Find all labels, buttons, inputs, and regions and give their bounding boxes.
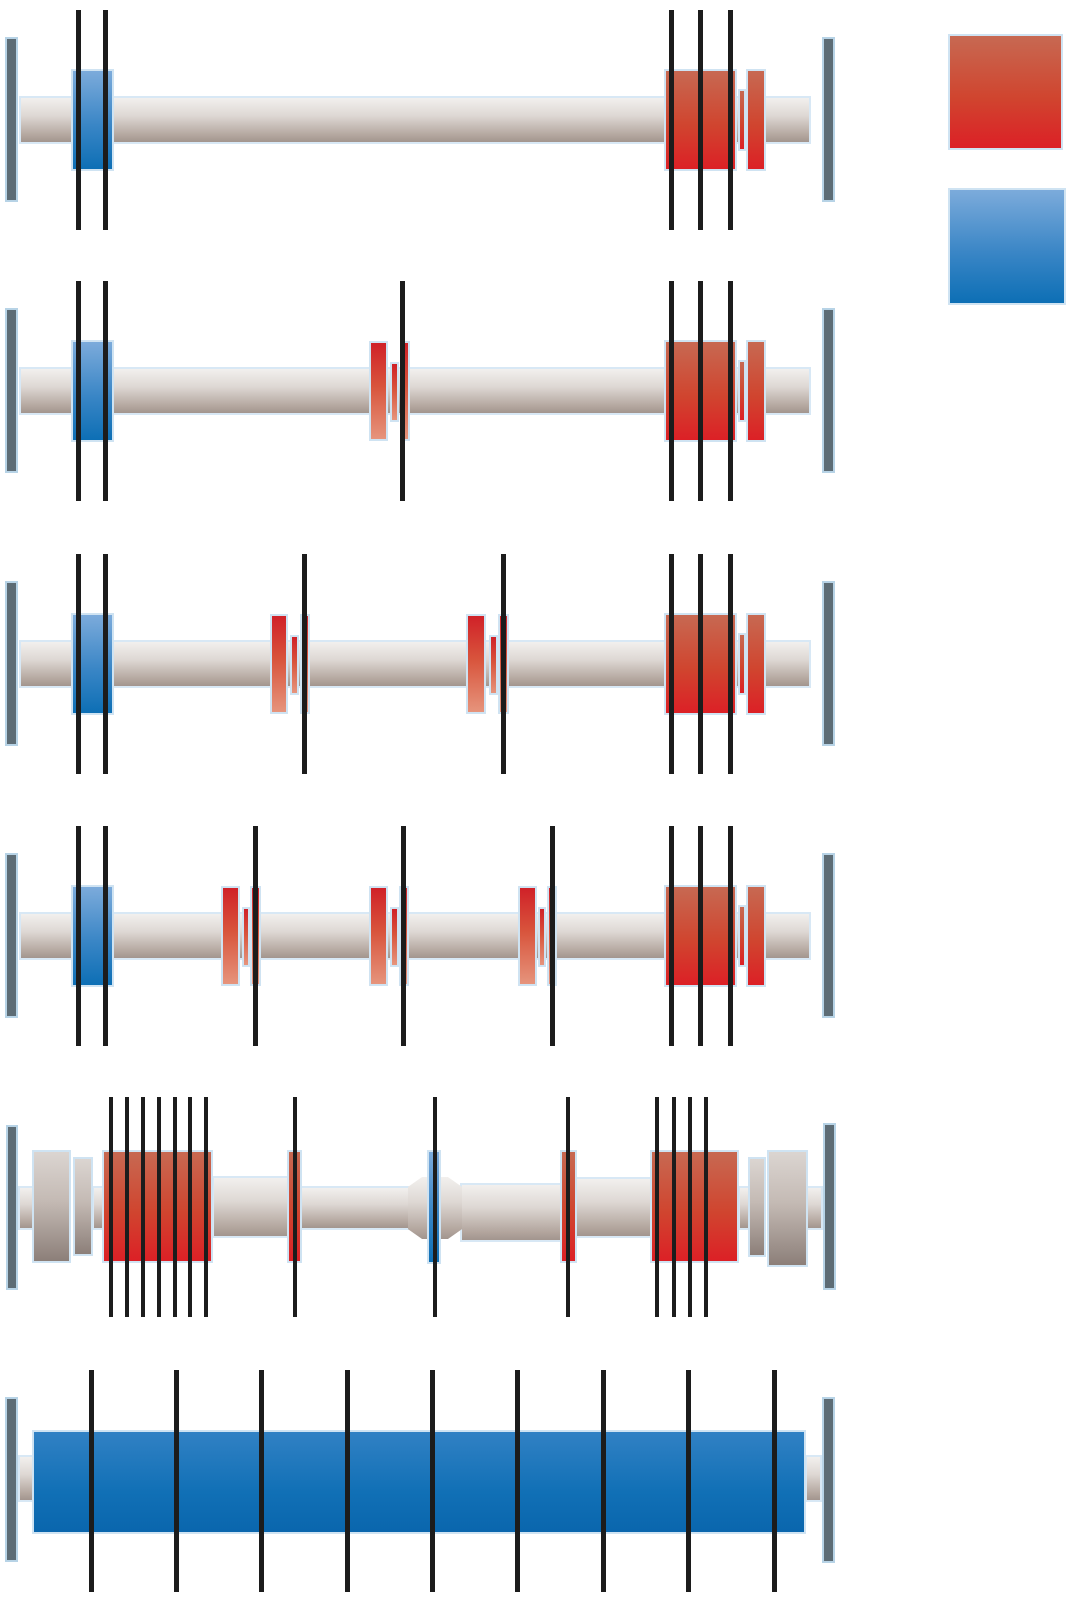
cut-site-line — [103, 281, 108, 501]
terminal-bar-left — [5, 37, 18, 202]
cut-site-line — [601, 1370, 606, 1592]
cut-site-line — [188, 1097, 192, 1317]
rod-segment — [460, 1183, 562, 1242]
terminal-bar-right — [822, 37, 835, 202]
cut-site-line — [550, 826, 555, 1046]
cut-site-line — [515, 1370, 520, 1592]
terminal-bar-right — [823, 1123, 836, 1290]
gray-block-wide — [32, 1150, 71, 1263]
mid-red-sliver — [489, 635, 498, 695]
terminal-bar-right — [822, 308, 835, 473]
gray-block-narrow — [73, 1157, 93, 1256]
cut-site-line — [728, 281, 733, 501]
cut-site-line — [698, 554, 703, 774]
terminal-bar-right — [822, 1397, 835, 1563]
cut-site-line — [728, 10, 733, 230]
cut-site-line — [655, 1097, 659, 1317]
rod-segment — [805, 1455, 822, 1502]
cut-site-line — [501, 554, 506, 774]
cut-site-line — [566, 1097, 570, 1317]
cut-site-line — [76, 281, 81, 501]
cut-site-line — [728, 826, 733, 1046]
cut-site-line — [125, 1097, 129, 1317]
red-segment-sliver — [738, 360, 746, 422]
cut-site-line — [669, 826, 674, 1046]
cut-site-line — [103, 826, 108, 1046]
cut-site-line — [430, 1370, 435, 1592]
cut-site-line — [293, 1097, 297, 1317]
cut-site-line — [401, 826, 406, 1046]
mid-red-sliver — [390, 907, 399, 967]
cut-site-line — [686, 1370, 691, 1592]
mid-red-wide — [270, 614, 288, 714]
legend-red-swatch — [948, 34, 1063, 150]
cut-site-line — [141, 1097, 145, 1317]
cut-site-line — [669, 554, 674, 774]
gray-block-wide — [767, 1150, 808, 1267]
rod-segment — [212, 1176, 290, 1238]
mid-red-sliver — [538, 907, 546, 967]
mid-red-sliver — [290, 635, 299, 695]
cut-site-line — [76, 826, 81, 1046]
cut-site-line — [76, 554, 81, 774]
cut-site-line — [704, 1097, 708, 1317]
red-segment-thin — [746, 340, 766, 442]
cut-site-line — [688, 1097, 692, 1317]
cut-site-line — [698, 826, 703, 1046]
mid-red-wide — [369, 341, 388, 441]
cut-site-line — [728, 554, 733, 774]
mid-red-wide — [221, 886, 240, 986]
cut-site-line — [302, 554, 307, 774]
cut-site-line — [204, 1097, 208, 1317]
red-segment-large — [650, 1150, 739, 1263]
red-segment-thin — [746, 885, 766, 987]
terminal-bar-left — [5, 581, 18, 746]
terminal-bar-left — [5, 308, 18, 473]
mid-red-sliver — [390, 362, 399, 422]
cut-site-line — [433, 1097, 437, 1317]
red-segment-sliver — [738, 89, 746, 151]
mid-red-wide — [518, 886, 537, 986]
blue-bar-full — [32, 1430, 806, 1534]
rod-segment — [806, 1186, 823, 1230]
cut-site-line — [672, 1097, 676, 1317]
mid-red-sliver — [242, 907, 250, 967]
terminal-bar-left — [6, 1125, 18, 1290]
legend-blue-swatch — [948, 188, 1066, 305]
cut-site-line — [669, 281, 674, 501]
cut-site-line — [345, 1370, 350, 1592]
gray-block-narrow — [748, 1157, 766, 1257]
cut-site-line — [109, 1097, 113, 1317]
cut-site-line — [103, 554, 108, 774]
rod-segment — [300, 1186, 412, 1230]
mid-red-wide — [369, 886, 388, 986]
cut-site-line — [89, 1370, 94, 1592]
red-segment-thin — [746, 613, 766, 715]
cut-site-line — [669, 10, 674, 230]
mid-red-wide — [466, 614, 486, 714]
cut-site-line — [103, 10, 108, 230]
cut-site-line — [174, 1370, 179, 1592]
cut-site-line — [698, 281, 703, 501]
cut-site-line — [173, 1097, 177, 1317]
cut-site-line — [400, 281, 405, 501]
red-segment-sliver — [738, 633, 746, 695]
cut-site-line — [76, 10, 81, 230]
red-segment-thin — [746, 69, 766, 171]
terminal-bar-right — [822, 853, 835, 1018]
cut-site-line — [698, 10, 703, 230]
terminal-bar-left — [5, 1397, 18, 1562]
terminal-bar-left — [5, 853, 18, 1018]
cut-site-line — [772, 1370, 777, 1592]
cut-site-line — [253, 826, 258, 1046]
cut-site-line — [259, 1370, 264, 1592]
red-segment-sliver — [738, 905, 746, 967]
cut-site-line — [157, 1097, 161, 1317]
rod-segment — [575, 1177, 652, 1238]
terminal-bar-right — [822, 581, 835, 746]
